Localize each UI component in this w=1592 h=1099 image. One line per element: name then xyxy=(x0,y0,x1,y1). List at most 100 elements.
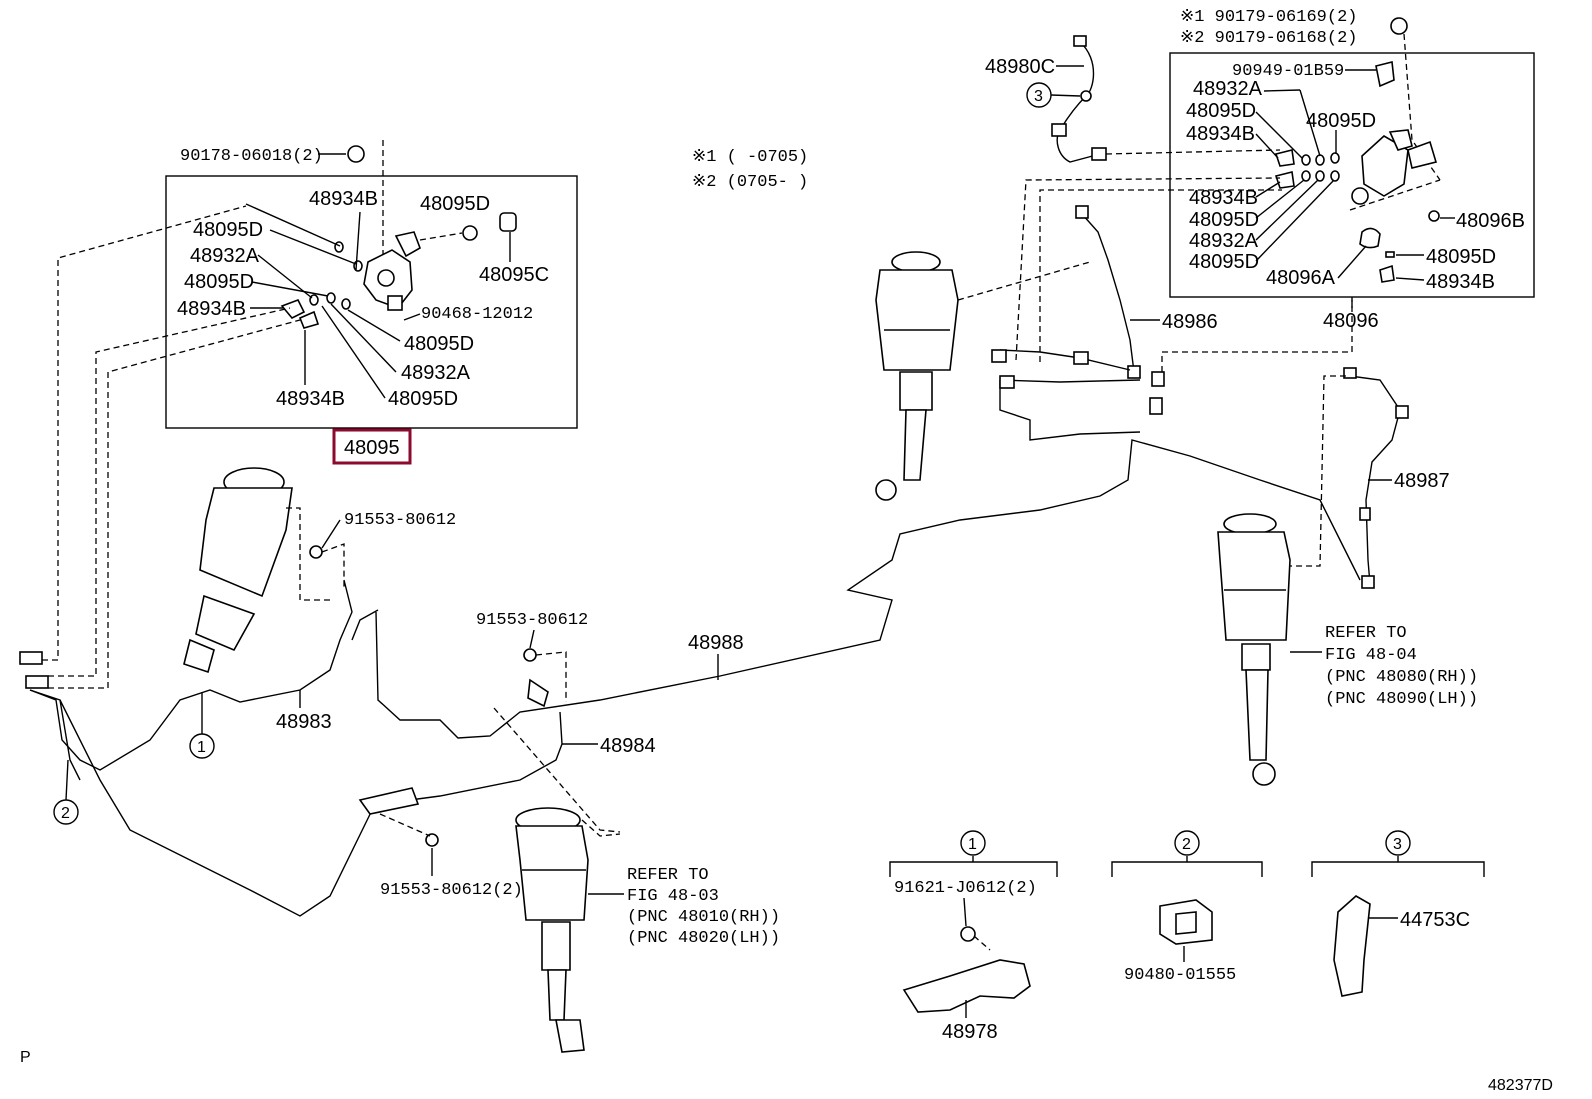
front-air-suspension-icon xyxy=(515,807,589,1053)
leader-line xyxy=(321,305,386,399)
connector-icon xyxy=(1051,123,1067,137)
bushing-icon xyxy=(499,212,517,232)
part-label-48934b[interactable]: 48934B xyxy=(276,388,345,410)
part-label-48095d[interactable]: 48095D xyxy=(1306,110,1376,132)
part-label-91553-80612[interactable]: 91553-80612 xyxy=(476,611,588,630)
part-label-48986[interactable]: 48986 xyxy=(1162,311,1218,333)
part-label-48095d[interactable]: 48095D xyxy=(1426,246,1496,268)
note-90179-06169: ※1 90179-06169(2) xyxy=(1180,8,1357,27)
part-label-48987[interactable]: 48987 xyxy=(1394,470,1450,492)
part-label-48096b[interactable]: 48096B xyxy=(1456,210,1525,232)
callout-number: 3 xyxy=(1034,88,1043,105)
connector-stack xyxy=(19,651,377,917)
refer-text-line: (PNC 48090(LH)) xyxy=(1325,690,1478,709)
part-label-48932a[interactable]: 48932A xyxy=(401,362,471,384)
part-label-90468-12012[interactable]: 90468-12012 xyxy=(421,305,533,324)
part-label-48095d[interactable]: 48095D xyxy=(404,333,474,355)
part-label-48096a[interactable]: 48096A xyxy=(1266,267,1336,289)
bolt-icon xyxy=(347,145,365,163)
leader-line xyxy=(269,229,357,265)
harness-48983 xyxy=(29,579,353,771)
dashed-guide xyxy=(1403,33,1441,181)
leader-line xyxy=(1255,179,1319,241)
part-label-48095d[interactable]: 48095D xyxy=(1186,100,1256,122)
part-label-48983[interactable]: 48983 xyxy=(276,711,332,733)
part-label-90178-06018[interactable]: 90178-06018(2) xyxy=(180,147,323,166)
leader-line xyxy=(1050,94,1081,97)
dashed-guide xyxy=(1349,179,1441,211)
rear-air-suspension-icon xyxy=(1217,513,1291,786)
part-label-48095d[interactable]: 48095D xyxy=(1189,209,1259,231)
clip-icon xyxy=(1274,171,1295,189)
leader-line xyxy=(347,309,401,342)
connector-icon xyxy=(1075,205,1089,219)
part-label-48934b[interactable]: 48934B xyxy=(1426,271,1495,293)
callout-number: 3 xyxy=(1393,836,1402,853)
part-label-48095d[interactable]: 48095D xyxy=(184,271,254,293)
leader-line xyxy=(330,303,397,373)
bracket-icon xyxy=(1375,61,1395,88)
dashed-guide xyxy=(42,205,247,661)
part-label-48096[interactable]: 48096 xyxy=(1323,310,1379,332)
part-label-90949-01b59[interactable]: 90949-01B59 xyxy=(1232,62,1344,81)
note-1: ※1 ( -0705) xyxy=(692,148,808,167)
part-label-48984[interactable]: 48984 xyxy=(600,735,656,757)
harness-48986 xyxy=(1081,213,1135,373)
rear-air-suspension-icon xyxy=(875,251,959,501)
part-label-91553-80612[interactable]: 91553-80612 xyxy=(344,511,456,530)
bolt-icon xyxy=(425,833,439,847)
inset-box-48095 xyxy=(165,175,578,429)
part-label-48980c[interactable]: 48980C xyxy=(985,56,1055,78)
part-label-90480-01555[interactable]: 90480-01555 xyxy=(1124,966,1236,985)
part-label-48932a[interactable]: 48932A xyxy=(1189,230,1259,252)
connector-icon xyxy=(1359,507,1371,521)
connector-icon xyxy=(999,375,1015,389)
part-label-48095d[interactable]: 48095D xyxy=(388,388,458,410)
leader-line xyxy=(1263,89,1301,92)
refer-text-line: (PNC 48080(RH)) xyxy=(1325,668,1478,687)
dashed-guide xyxy=(419,232,463,241)
part-label-48095d[interactable]: 48095D xyxy=(420,193,490,215)
refer-text-line: (PNC 48020(LH)) xyxy=(627,929,780,948)
dashed-guide xyxy=(493,707,621,833)
dashed-guide xyxy=(321,543,345,588)
refer-text-line: FIG 48-03 xyxy=(627,887,719,906)
leader-line xyxy=(65,759,69,801)
part-label-48095d[interactable]: 48095D xyxy=(1189,251,1259,273)
part-label-48095d[interactable]: 48095D xyxy=(193,219,263,241)
part-label-48932a[interactable]: 48932A xyxy=(1193,78,1263,100)
dashed-guide xyxy=(1105,149,1281,155)
part-label-48934b[interactable]: 48934B xyxy=(1189,187,1258,209)
part-label-48978[interactable]: 48978 xyxy=(942,1021,998,1043)
sensor-harness xyxy=(1056,41,1101,163)
note-90179-06168: ※2 90179-06168(2) xyxy=(1180,29,1357,48)
leader-line xyxy=(1255,179,1335,262)
refer-text-line: REFER TO xyxy=(627,866,709,885)
height-sensor-valve-icon xyxy=(1351,129,1438,205)
part-label-91621-j0612[interactable]: 91621-J0612(2) xyxy=(894,879,1037,898)
part-label-48934b[interactable]: 48934B xyxy=(177,298,246,320)
part-label-48095c[interactable]: 48095C xyxy=(479,264,549,286)
dashed-guide xyxy=(48,319,301,689)
leader-line xyxy=(321,519,341,549)
refer-text-line: (PNC 48010(RH)) xyxy=(627,908,780,927)
part-label-48934b[interactable]: 48934B xyxy=(309,188,378,210)
leader-line xyxy=(403,313,421,321)
clip-icon xyxy=(1379,264,1395,283)
part-label-48932a[interactable]: 48932A xyxy=(190,245,260,267)
leader-line xyxy=(251,281,329,297)
highlight-box-48095 xyxy=(332,428,412,465)
part-label-44753c[interactable]: 44753C xyxy=(1400,909,1470,931)
nut-icon xyxy=(1390,17,1408,35)
part-label-91553-80612-2[interactable]: 91553-80612(2) xyxy=(380,881,523,900)
part-label-48988[interactable]: 48988 xyxy=(688,632,744,654)
callout-number: 2 xyxy=(61,805,70,822)
o-ring-icon xyxy=(1385,251,1395,258)
bolt-icon xyxy=(309,545,323,559)
connector-icon xyxy=(1080,90,1092,102)
bolt-icon xyxy=(523,648,537,662)
part-label-48934b[interactable]: 48934B xyxy=(1186,123,1255,145)
part-label-48095[interactable]: 48095 xyxy=(344,437,400,459)
dashed-guide xyxy=(286,507,330,601)
